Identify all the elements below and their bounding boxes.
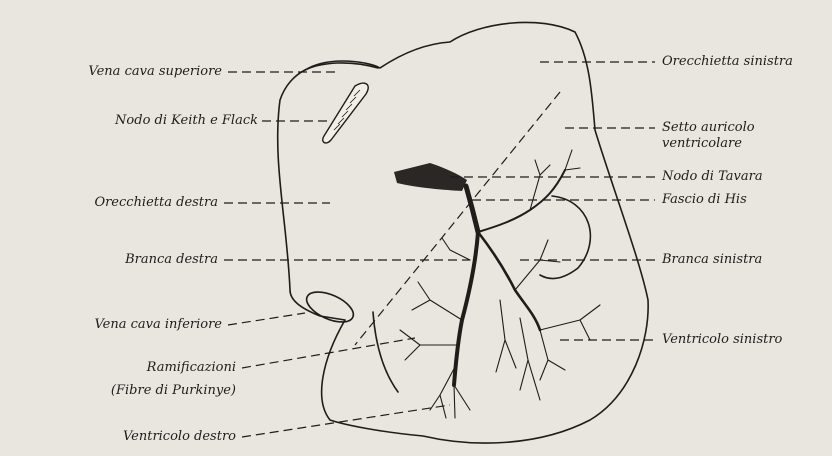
leader-vena-cava-inferiore (228, 313, 305, 325)
fascio-his-path (466, 186, 478, 232)
label-nodo-tavara: Nodo di Tavara (662, 169, 763, 184)
label-branca-sinistra: Branca sinistra (662, 252, 762, 267)
heart-outline (278, 22, 648, 443)
label-ventricolo-destro: Ventricolo destro (20, 429, 236, 444)
label-vena-cava-inferiore: Vena cava inferiore (20, 317, 222, 332)
label-fibre-purkinye: (Fibre di Purkinye) (10, 383, 236, 398)
label-setto-line2: ventricolare (662, 136, 742, 151)
label-branca-destra: Branca destra (20, 252, 218, 267)
label-orecchietta-destra: Orecchietta destra (20, 195, 218, 210)
label-vena-cava-superiore: Vena cava superiore (20, 64, 222, 79)
label-orecchietta-sinistra: Orecchietta sinistra (662, 54, 793, 69)
branca-destra-path (454, 232, 478, 385)
right-ventricle-contour (373, 312, 398, 392)
vena-cava-inferiore-shape (302, 286, 357, 328)
label-nodo-keith-flack: Nodo di Keith e Flack (0, 113, 258, 128)
label-fascio-his: Fascio di His (662, 192, 747, 207)
label-ramificazioni: Ramificazioni (20, 360, 236, 375)
label-setto-line1: Setto auricolo (662, 120, 755, 135)
label-ventricolo-sinistro: Ventricolo sinistro (662, 332, 782, 347)
purkinje-fibres (400, 150, 600, 418)
leader-ramificazioni (242, 338, 415, 368)
leader-ventricolo-destro (242, 405, 450, 437)
leader-septum-diagonal (355, 92, 560, 345)
interventricular-contour (540, 196, 590, 279)
branca-sinistra-path (478, 232, 540, 330)
